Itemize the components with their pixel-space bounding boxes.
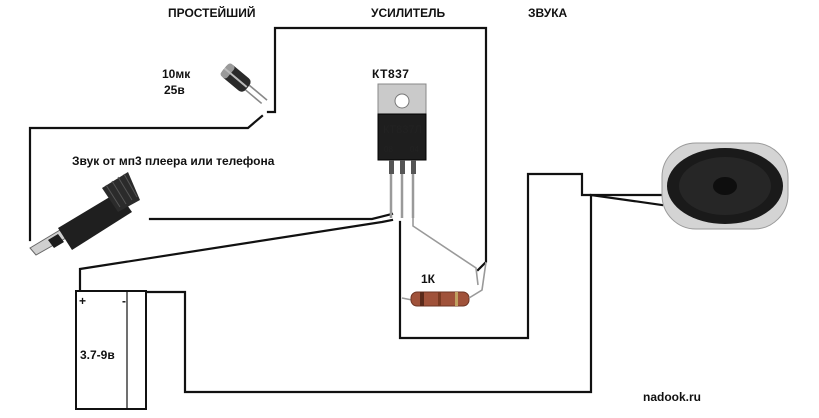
wire-capacitor-to-jack bbox=[28, 114, 264, 242]
speaker bbox=[661, 142, 789, 230]
wire-jack-to-base bbox=[148, 212, 394, 221]
audio-source-label: Звук от мп3 плеера или телефона bbox=[72, 154, 275, 168]
title-word-2: УСИЛИТЕЛЬ bbox=[371, 6, 446, 20]
transistor-body bbox=[377, 113, 427, 161]
website-label: nadook.ru bbox=[643, 390, 702, 404]
capacitor bbox=[220, 63, 268, 105]
wire-battery-minus-to-speaker bbox=[125, 193, 664, 394]
battery-minus: - bbox=[122, 294, 126, 308]
transistor-code-left: 08 bbox=[384, 145, 393, 154]
wire-capacitor-to-collector bbox=[266, 26, 488, 272]
title-word-1: ПРОСТЕЙШИЙ bbox=[168, 6, 256, 20]
wires bbox=[28, 26, 664, 394]
battery-voltage: 3.7-9в bbox=[80, 348, 115, 362]
wire-emitter-loop bbox=[398, 172, 664, 340]
wire-battery-plus-to-emitter bbox=[78, 218, 394, 294]
audio-jack bbox=[29, 172, 140, 256]
transistor-mount-hole bbox=[394, 93, 410, 109]
battery bbox=[75, 290, 147, 410]
capacitor-voltage: 25в bbox=[164, 83, 185, 97]
transistor-label: КТ837 bbox=[372, 67, 410, 81]
transistor: КТ837Л 08 04 bbox=[377, 83, 479, 286]
title-word-3: ЗВУКА bbox=[528, 6, 568, 20]
transistor-code-right: 04 bbox=[410, 145, 419, 154]
capacitor-capacitance: 10мк bbox=[162, 67, 191, 81]
resistor-label: 1К bbox=[421, 272, 435, 286]
transistor-body-marking: КТ837Л bbox=[383, 124, 422, 136]
resistor bbox=[401, 261, 487, 307]
battery-plus: + bbox=[79, 294, 87, 308]
